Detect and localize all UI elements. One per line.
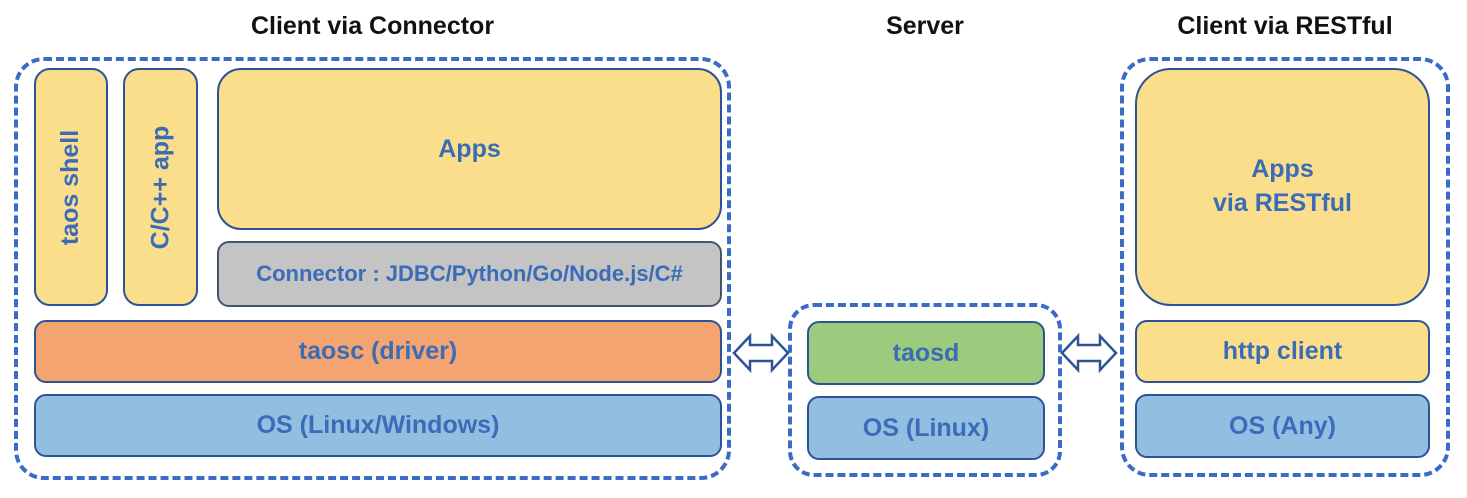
os-linux-windows-box: OS (Linux/Windows) (34, 394, 722, 457)
apps-via-restful-label: Apps via RESTful (1213, 155, 1352, 217)
taos-shell-label: taos shell (56, 129, 85, 245)
os-any-label: OS (Any) (1229, 411, 1336, 440)
os-linux-label: OS (Linux) (862, 413, 990, 442)
section-title-client-via-restful: Client via RESTful (1177, 12, 1393, 40)
apps-via-restful-box: Apps via RESTful (1135, 68, 1430, 306)
taosc-driver-box: taosc (driver) (34, 320, 722, 383)
os-any-box: OS (Any) (1135, 394, 1430, 458)
taosc-driver-label: taosc (driver) (298, 337, 458, 365)
taos-shell-box: taos shell (34, 68, 108, 306)
cpp-app-box: C/C++ app (123, 68, 198, 306)
section-title-client-via-connector: Client via Connector (250, 12, 495, 40)
connector-label: Connector : JDBC/Python/Go/Node.js/C# (256, 261, 683, 286)
apps-box: Apps (217, 68, 722, 230)
taosd-label: taosd (892, 338, 960, 367)
http-client-label: http client (1222, 337, 1343, 365)
connector-box: Connector : JDBC/Python/Go/Node.js/C# (217, 241, 722, 307)
connector-client-group-border (14, 57, 731, 480)
cpp-app-label: C/C++ app (146, 125, 174, 249)
bidirectional-arrow-icon (732, 332, 790, 374)
taosd-box: taosd (807, 321, 1045, 385)
apps-label: Apps (438, 134, 501, 163)
os-linux-box: OS (Linux) (807, 396, 1045, 460)
http-client-box: http client (1135, 320, 1430, 383)
server-group-border (788, 303, 1062, 477)
bidirectional-arrow-icon (1060, 332, 1118, 374)
section-title-server: Server (886, 12, 964, 40)
restful-client-group-border (1120, 57, 1450, 477)
os-linux-windows-label: OS (Linux/Windows) (256, 411, 500, 439)
